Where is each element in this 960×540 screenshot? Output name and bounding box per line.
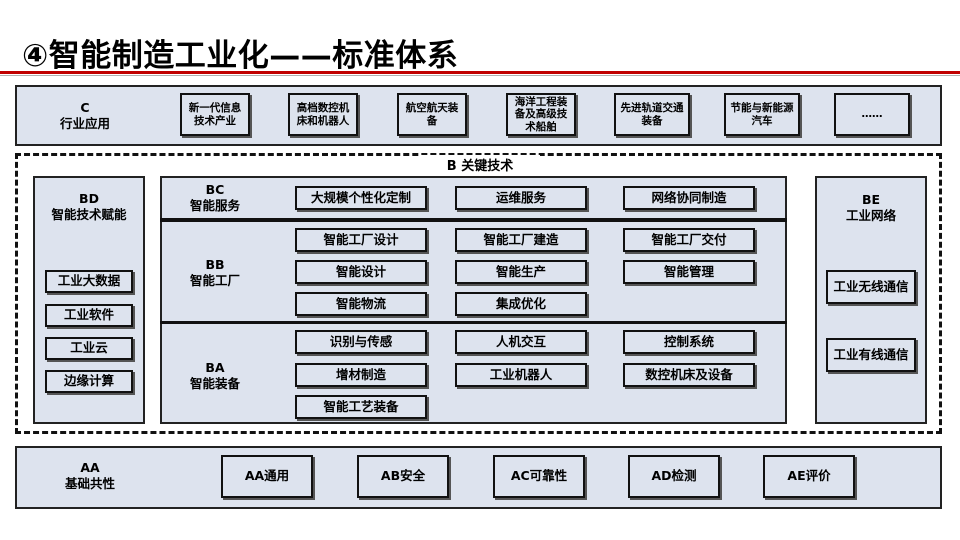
bb-item-box: 集成优化	[455, 292, 587, 316]
bd-item-box: 工业大数据	[45, 270, 133, 293]
b-layer-title: B 关键技术	[420, 155, 540, 174]
a-layer-label: AA 基础共性	[40, 455, 140, 497]
be-label: BE 工业网络	[822, 190, 920, 226]
bc-bb-separator	[160, 218, 787, 222]
bb-ba-separator	[160, 321, 787, 324]
c-item-box: 高档数控机床和机器人	[288, 93, 358, 136]
page-title: ④智能制造工业化——标准体系	[22, 38, 459, 74]
bd-item-box: 工业软件	[45, 304, 133, 327]
be-item-box: 工业有线通信	[826, 338, 916, 372]
title-underline-red	[0, 71, 960, 74]
c-item-box: 海洋工程装备及高级技术船舶	[506, 93, 576, 136]
bc-name: 智能服务	[189, 198, 240, 213]
a-item-box: AB安全	[357, 455, 449, 498]
bd-name: 智能技术赋能	[51, 207, 127, 222]
c-layer-label: C 行业应用	[40, 95, 130, 137]
bb-item-box: 智能工厂建造	[455, 228, 587, 252]
a-item-box: AC可靠性	[493, 455, 585, 498]
bb-item-box: 智能工厂交付	[623, 228, 755, 252]
bb-code: BB	[205, 256, 225, 272]
be-code: BE	[861, 191, 881, 207]
ba-item-box: 智能工艺装备	[295, 395, 427, 419]
bc-label: BC 智能服务	[170, 180, 260, 216]
c-item-box: 先进轨道交通装备	[614, 93, 690, 136]
ba-item-box: 人机交互	[455, 330, 587, 354]
c-layer-panel	[15, 85, 942, 146]
a-layer-code: AA	[80, 459, 100, 475]
ba-item-box: 识别与传感	[295, 330, 427, 354]
bd-label: BD 智能技术赋能	[40, 182, 138, 232]
bd-item-box: 工业云	[45, 337, 133, 360]
be-name: 工业网络	[845, 208, 896, 223]
bb-item-box: 智能工厂设计	[295, 228, 427, 252]
a-item-box: AD检测	[628, 455, 720, 498]
ba-code: BA	[205, 359, 225, 375]
title-underline-grey	[0, 75, 960, 76]
bd-code: BD	[79, 190, 99, 206]
bb-item-box: 智能物流	[295, 292, 427, 316]
bd-item-box: 边缘计算	[45, 370, 133, 393]
ba-item-box: 工业机器人	[455, 363, 587, 387]
bb-item-box: 智能生产	[455, 260, 587, 284]
bc-code: BC	[205, 181, 225, 197]
bc-item-box: 运维服务	[455, 186, 587, 210]
bc-item-box: 网络协同制造	[623, 186, 755, 210]
ba-item-box: 控制系统	[623, 330, 755, 354]
bb-label: BB 智能工厂	[170, 255, 260, 291]
bc-item-box: 大规模个性化定制	[295, 186, 427, 210]
ba-name: 智能装备	[189, 376, 240, 391]
c-item-box: 航空航天装备	[397, 93, 467, 136]
c-item-box: ……	[834, 93, 910, 136]
c-layer-code: C	[80, 99, 90, 115]
a-item-box: AA通用	[221, 455, 313, 498]
bb-name: 智能工厂	[189, 273, 240, 288]
ba-item-box: 增材制造	[295, 363, 427, 387]
bb-item-box: 智能管理	[623, 260, 755, 284]
c-layer-name: 行业应用	[59, 116, 110, 131]
ba-label: BA 智能装备	[170, 358, 260, 394]
bb-item-box: 智能设计	[295, 260, 427, 284]
be-item-box: 工业无线通信	[826, 270, 916, 304]
ba-item-box: 数控机床及设备	[623, 363, 755, 387]
c-item-box: 新一代信息技术产业	[180, 93, 250, 136]
c-item-box: 节能与新能源汽车	[724, 93, 800, 136]
a-layer-name: 基础共性	[64, 476, 115, 491]
a-item-box: AE评价	[763, 455, 855, 498]
